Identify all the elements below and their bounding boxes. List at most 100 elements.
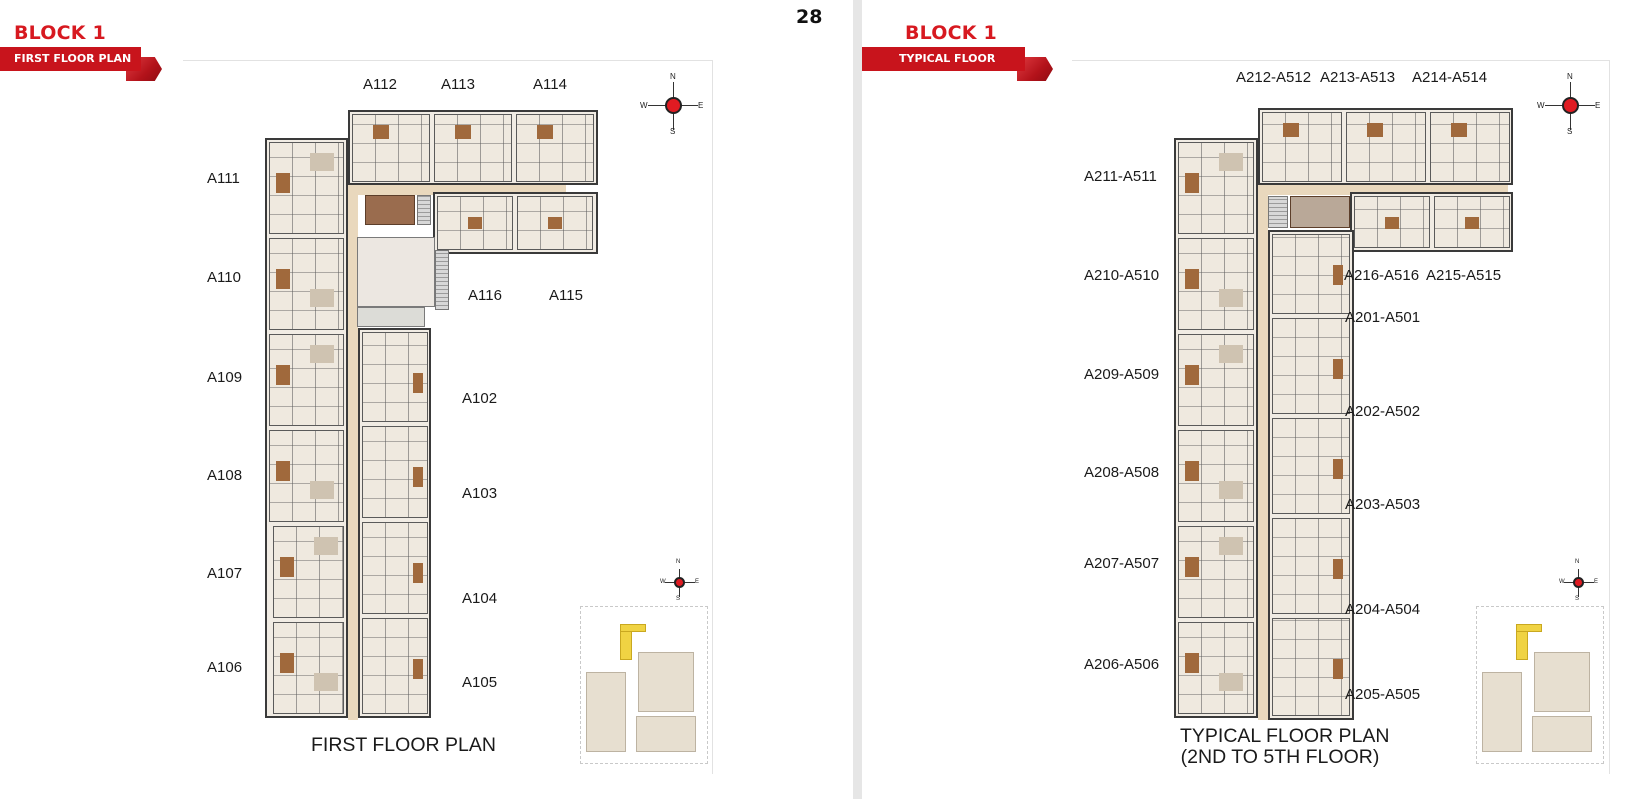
unit-label-a212: A212-A512	[1236, 69, 1312, 86]
top-wing	[348, 110, 598, 185]
plan-caption-line2: (2ND TO 5TH FLOOR)	[1180, 746, 1380, 768]
block-title: BLOCK 1	[905, 22, 997, 44]
unit-label-a210: A210-A510	[1084, 267, 1160, 284]
unit-label-a109: A109	[207, 369, 243, 386]
unit-block	[516, 114, 594, 182]
unit-block	[1178, 334, 1254, 426]
unit-block	[1262, 112, 1342, 182]
left-page: 28 BLOCK 1 FIRST FLOOR PLAN	[0, 0, 853, 799]
lobby-stair	[435, 250, 449, 310]
frame-right-line	[712, 60, 713, 774]
unit-label-a214: A214-A514	[1412, 69, 1488, 86]
frame-right-line	[1609, 60, 1610, 774]
staircase	[1268, 196, 1288, 228]
page-number: 28	[796, 6, 823, 28]
ribbon-label: TYPICAL FLOOR PLAN	[862, 47, 1025, 89]
unit-label-a108: A108	[207, 467, 243, 484]
lift-core	[1290, 196, 1350, 228]
corridor-vertical	[1258, 185, 1268, 720]
unit-label-a103: A103	[462, 485, 498, 502]
lobby-double-height	[357, 237, 435, 307]
unit-block	[1178, 238, 1254, 330]
left-wing	[1174, 138, 1258, 718]
site-compass-icon: N S E W	[660, 559, 700, 602]
unit-block	[517, 196, 593, 250]
frame-top-line	[183, 60, 713, 61]
unit-label-a215: A215-A515	[1426, 267, 1502, 284]
unit-block	[362, 522, 428, 614]
unit-block	[1430, 112, 1510, 182]
unit-label-a216: A216-A516	[1344, 267, 1420, 284]
unit-block	[273, 526, 344, 618]
unit-label-a213: A213-A513	[1320, 69, 1396, 86]
unit-label-a206: A206-A506	[1084, 656, 1160, 673]
frame-top-line	[1072, 60, 1610, 61]
unit-block	[269, 430, 344, 522]
unit-block	[269, 238, 344, 330]
lift-core	[365, 195, 415, 225]
unit-label-a115: A115	[549, 287, 583, 304]
unit-block	[273, 622, 344, 714]
left-wing	[265, 138, 348, 718]
upper-right-wing	[433, 192, 598, 254]
unit-block	[1434, 196, 1510, 248]
compass-icon: N S E W	[640, 72, 704, 136]
first-floor-plan-drawing	[265, 110, 615, 720]
ribbon-label: FIRST FLOOR PLAN	[0, 47, 141, 71]
unit-block	[1354, 196, 1430, 248]
corridor-horizontal	[348, 185, 566, 195]
unit-label-a211: A211-A511	[1084, 168, 1157, 185]
block-title: BLOCK 1	[14, 22, 106, 44]
right-wing	[358, 328, 431, 718]
site-key-plan	[1474, 606, 1606, 766]
unit-block	[1272, 234, 1350, 314]
unit-label-a104: A104	[462, 590, 498, 607]
unit-block	[1272, 418, 1350, 514]
unit-block	[1178, 526, 1254, 618]
typical-floor-plan-drawing	[1174, 108, 1534, 720]
unit-label-a110: A110	[207, 269, 241, 286]
unit-label-a106: A106	[207, 659, 243, 676]
unit-block	[1178, 430, 1254, 522]
unit-block	[269, 334, 344, 426]
plan-caption: TYPICAL FLOOR PLAN (2ND TO 5TH FLOOR)	[1180, 725, 1390, 768]
staircase	[417, 195, 431, 225]
unit-block	[1178, 622, 1254, 714]
unit-label-a105: A105	[462, 674, 498, 691]
unit-block	[1346, 112, 1426, 182]
upper-right-wing	[1350, 192, 1513, 252]
unit-label-a102: A102	[462, 390, 498, 407]
unit-label-a203: A203-A503	[1345, 496, 1421, 513]
unit-label-a209: A209-A509	[1084, 366, 1160, 383]
lobby-void	[357, 307, 425, 327]
unit-block	[362, 426, 428, 518]
unit-block	[1272, 518, 1350, 614]
unit-label-a208: A208-A508	[1084, 464, 1160, 481]
unit-label-a116: A116	[468, 287, 502, 304]
unit-label-a112: A112	[363, 76, 397, 93]
unit-label-a201: A201-A501	[1345, 309, 1421, 326]
corridor-horizontal	[1258, 185, 1508, 195]
unit-block	[1178, 142, 1254, 234]
site-compass-icon: N S E W	[1559, 559, 1599, 602]
unit-label-a202: A202-A502	[1345, 403, 1421, 420]
site-key-plan	[578, 606, 710, 766]
right-wing	[1268, 230, 1354, 720]
unit-block	[437, 196, 513, 250]
plan-caption-line1: TYPICAL FLOOR PLAN	[1180, 725, 1390, 747]
unit-block	[362, 332, 428, 422]
unit-label-a207: A207-A507	[1084, 555, 1160, 572]
unit-label-a107: A107	[207, 565, 243, 582]
compass-icon: N S E W	[1537, 72, 1601, 136]
unit-label-a113: A113	[441, 76, 475, 93]
unit-label-a114: A114	[533, 76, 567, 93]
unit-label-a111: A111	[207, 170, 240, 187]
unit-block	[1272, 318, 1350, 414]
unit-block	[434, 114, 512, 182]
unit-block	[352, 114, 430, 182]
unit-block	[362, 618, 428, 714]
unit-label-a204: A204-A504	[1345, 601, 1421, 618]
top-wing	[1258, 108, 1513, 185]
plan-caption: FIRST FLOOR PLAN	[311, 734, 496, 756]
unit-block	[1272, 618, 1350, 716]
